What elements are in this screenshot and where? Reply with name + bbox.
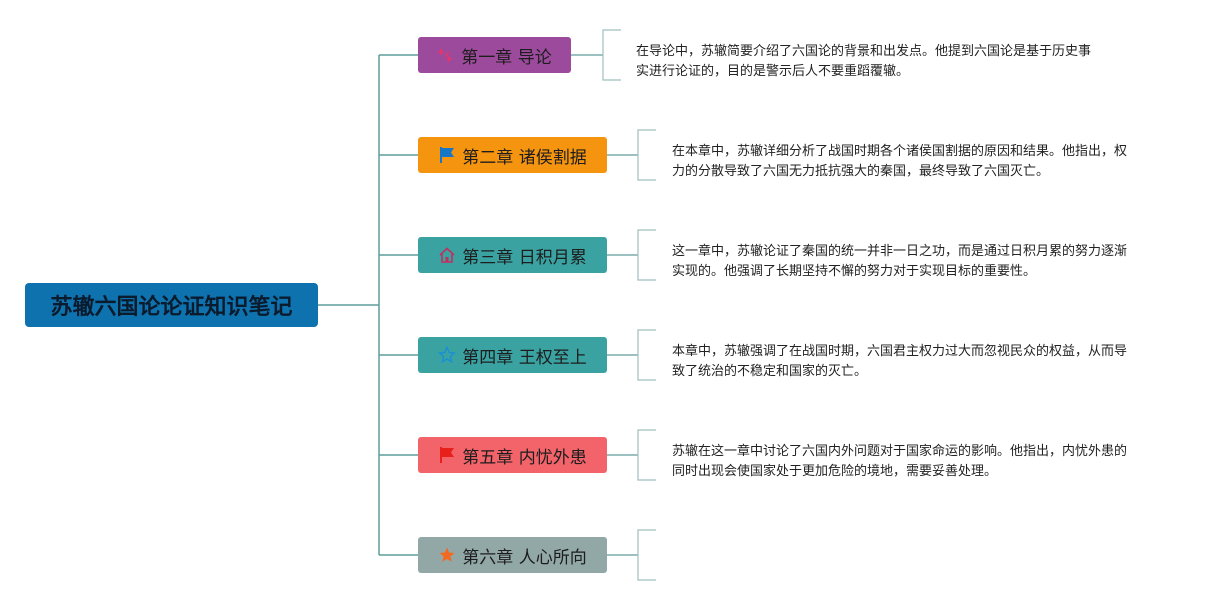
note-line: 本章中，苏辙强调了在战国时期，六国君主权力过大而忽视民众的权益，从而导 xyxy=(672,344,1128,359)
root-topic[interactable]: 苏辙六国论论证知识笔记 xyxy=(25,283,318,327)
note-line: 在导论中，苏辙简要介绍了六国论的背景和出发点。他提到六国论是基于历史事 xyxy=(636,44,1092,59)
chapter-note: 在导论中，苏辙简要介绍了六国论的背景和出发点。他提到六国论是基于历史事实进行论证… xyxy=(636,42,1091,82)
chapter-node[interactable]: 第一章 导论 xyxy=(418,37,571,73)
chapter-node[interactable]: 第二章 诸侯割据 xyxy=(418,137,607,173)
chapter-node[interactable]: 第四章 王权至上 xyxy=(418,337,607,373)
note-line: 在本章中，苏辙详细分析了战国时期各个诸侯国割据的原因和结果。他指出，权 xyxy=(672,144,1128,159)
note-bracket xyxy=(637,129,656,181)
chapter-label: 第六章 人心所向 xyxy=(462,547,587,568)
note-line: 实进行论证的，目的是警示后人不要重蹈覆辙。 xyxy=(636,64,910,79)
note-bracket xyxy=(602,29,621,81)
flag-icon xyxy=(438,446,456,464)
star-icon xyxy=(438,546,456,564)
note-line: 致了统治的不稳定和国家的灭亡。 xyxy=(672,364,868,379)
sparkle-icon xyxy=(437,46,455,64)
chapter-label: 第四章 王权至上 xyxy=(462,347,587,368)
note-bracket xyxy=(637,429,656,481)
chapter-label: 第五章 内忧外患 xyxy=(462,447,587,468)
home-icon xyxy=(438,246,456,264)
root-topic-label: 苏辙六国论论证知识笔记 xyxy=(50,295,293,320)
chapter-label: 第一章 导论 xyxy=(461,47,552,68)
chapter-note: 本章中，苏辙强调了在战国时期，六国君主权力过大而忽视民众的权益，从而导致了统治的… xyxy=(672,342,1127,382)
note-line: 苏辙在这一章中讨论了六国内外问题对于国家命运的影响。他指出，内忧外患的 xyxy=(672,444,1128,459)
chapter-node[interactable]: 第三章 日积月累 xyxy=(418,237,607,273)
note-bracket xyxy=(637,229,656,281)
flag-icon xyxy=(438,146,456,164)
chapter-label: 第三章 日积月累 xyxy=(462,247,587,268)
note-bracket xyxy=(637,529,656,581)
chapter-label: 第二章 诸侯割据 xyxy=(462,147,587,168)
chapter-node[interactable]: 第五章 内忧外患 xyxy=(418,437,607,473)
star-outline-icon xyxy=(438,346,457,364)
chapter-note: 在本章中，苏辙详细分析了战国时期各个诸侯国割据的原因和结果。他指出，权力的分散导… xyxy=(672,142,1127,182)
note-line: 力的分散导致了六国无力抵抗强大的秦国，最终导致了六国灭亡。 xyxy=(672,164,1050,179)
chapter-note: 这一章中，苏辙论证了秦国的统一并非一日之功，而是通过日积月累的努力逐渐实现的。他… xyxy=(672,242,1127,282)
chapter-node[interactable]: 第六章 人心所向 xyxy=(418,537,607,573)
note-line: 同时出现会使国家处于更加危险的境地，需要妥善处理。 xyxy=(672,464,998,479)
note-line: 实现的。他强调了长期坚持不懈的努力对于实现目标的重要性。 xyxy=(672,264,1037,279)
note-line: 这一章中，苏辙论证了秦国的统一并非一日之功，而是通过日积月累的努力逐渐 xyxy=(672,244,1128,259)
note-bracket xyxy=(637,329,656,381)
chapter-note: 苏辙在这一章中讨论了六国内外问题对于国家命运的影响。他指出，内忧外患的同时出现会… xyxy=(672,442,1127,482)
